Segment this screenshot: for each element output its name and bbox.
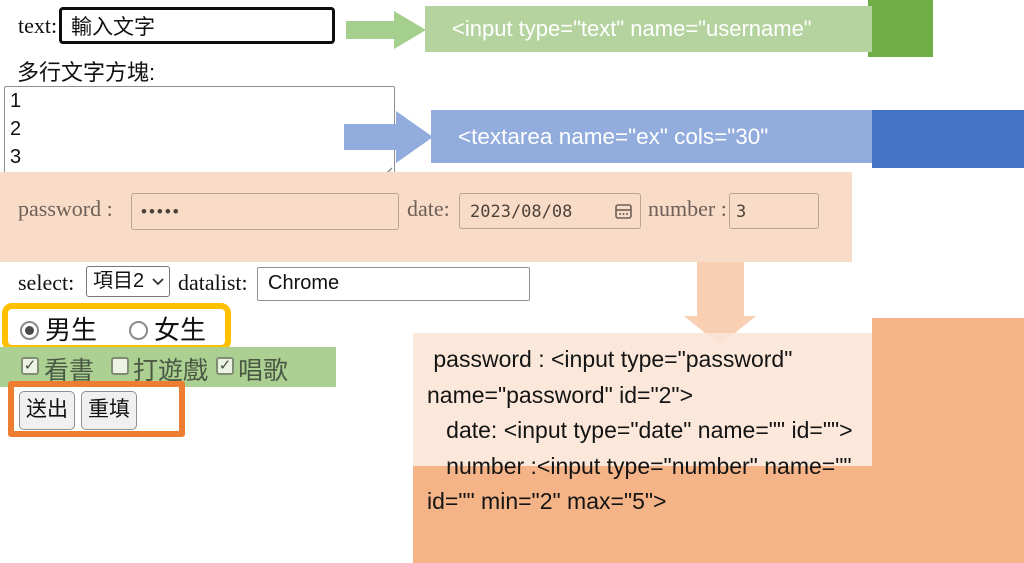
checkbox-gaming[interactable] [111, 357, 129, 375]
checkbox-singing-label: 唱歌 [238, 357, 289, 385]
datalist-label: datalist: [178, 270, 248, 295]
peach-arrow-down-icon [697, 262, 744, 317]
date-label: date: [407, 196, 450, 221]
radio-male[interactable] [20, 321, 39, 340]
green-arrow-right-icon [346, 21, 396, 39]
number-value: 3 [736, 202, 747, 222]
blue-arrow-right-icon [344, 124, 397, 150]
textarea[interactable]: 1 2 3 [4, 86, 395, 180]
reset-button[interactable]: 重填 [81, 391, 137, 430]
green-arrow-head-icon [394, 11, 426, 49]
password-label: password : [18, 196, 113, 221]
password-input[interactable]: ••••• [131, 193, 399, 230]
green-code-box: <input type="text" name="username" [425, 6, 872, 52]
text-input[interactable]: 輸入文字 [59, 7, 335, 44]
blue-code-box: <textarea name="ex" cols="30" [431, 110, 872, 163]
green-highlight-band [0, 347, 336, 387]
password-dots: ••••• [141, 202, 181, 221]
radio-female-label: 女生 [154, 315, 207, 345]
check-icon: ✓ [218, 357, 232, 374]
checkbox-reading-label: 看書 [44, 357, 95, 385]
checkbox-singing[interactable]: ✓ [216, 357, 234, 375]
blue-arrow-head-icon [396, 111, 433, 163]
peach-highlight-band [0, 172, 852, 262]
peach-code-box [413, 333, 872, 466]
date-value: 2023/08/08 [470, 202, 573, 222]
peach-code-text: password : <input type="password" name="… [427, 346, 853, 514]
datalist-value: Chrome [268, 272, 340, 294]
text-input-label: text: [18, 13, 58, 38]
green-dark-rect [868, 0, 933, 57]
number-label: number : [648, 196, 727, 221]
date-input[interactable]: 2023/08/08 [459, 193, 641, 229]
green-code-text: <input type="text" name="username" [452, 16, 812, 41]
select-label: select: [18, 270, 75, 295]
checkbox-gaming-label: 打遊戲 [133, 357, 209, 385]
text-input-value: 輸入文字 [71, 16, 155, 39]
check-icon: ✓ [23, 357, 37, 374]
chevron-down-icon [152, 278, 164, 286]
number-input[interactable]: 3 [729, 193, 819, 229]
orange-highlight-box [8, 381, 185, 437]
calendar-icon[interactable] [614, 202, 633, 220]
textarea-value: 1 2 3 [10, 90, 22, 168]
datalist-input[interactable]: Chrome [257, 267, 530, 301]
select-dropdown[interactable]: 項目2 [86, 266, 170, 297]
blue-dark-rect [872, 110, 1024, 168]
radio-female[interactable] [129, 321, 148, 340]
textarea-label: 多行文字方塊: [17, 60, 156, 85]
select-value: 項目2 [93, 270, 145, 292]
submit-button[interactable]: 送出 [19, 391, 75, 430]
blue-code-text: <textarea name="ex" cols="30" [458, 124, 769, 149]
checkbox-reading[interactable]: ✓ [21, 357, 39, 375]
radio-male-label: 男生 [45, 315, 98, 345]
peach-dark-bottom [413, 466, 1024, 563]
